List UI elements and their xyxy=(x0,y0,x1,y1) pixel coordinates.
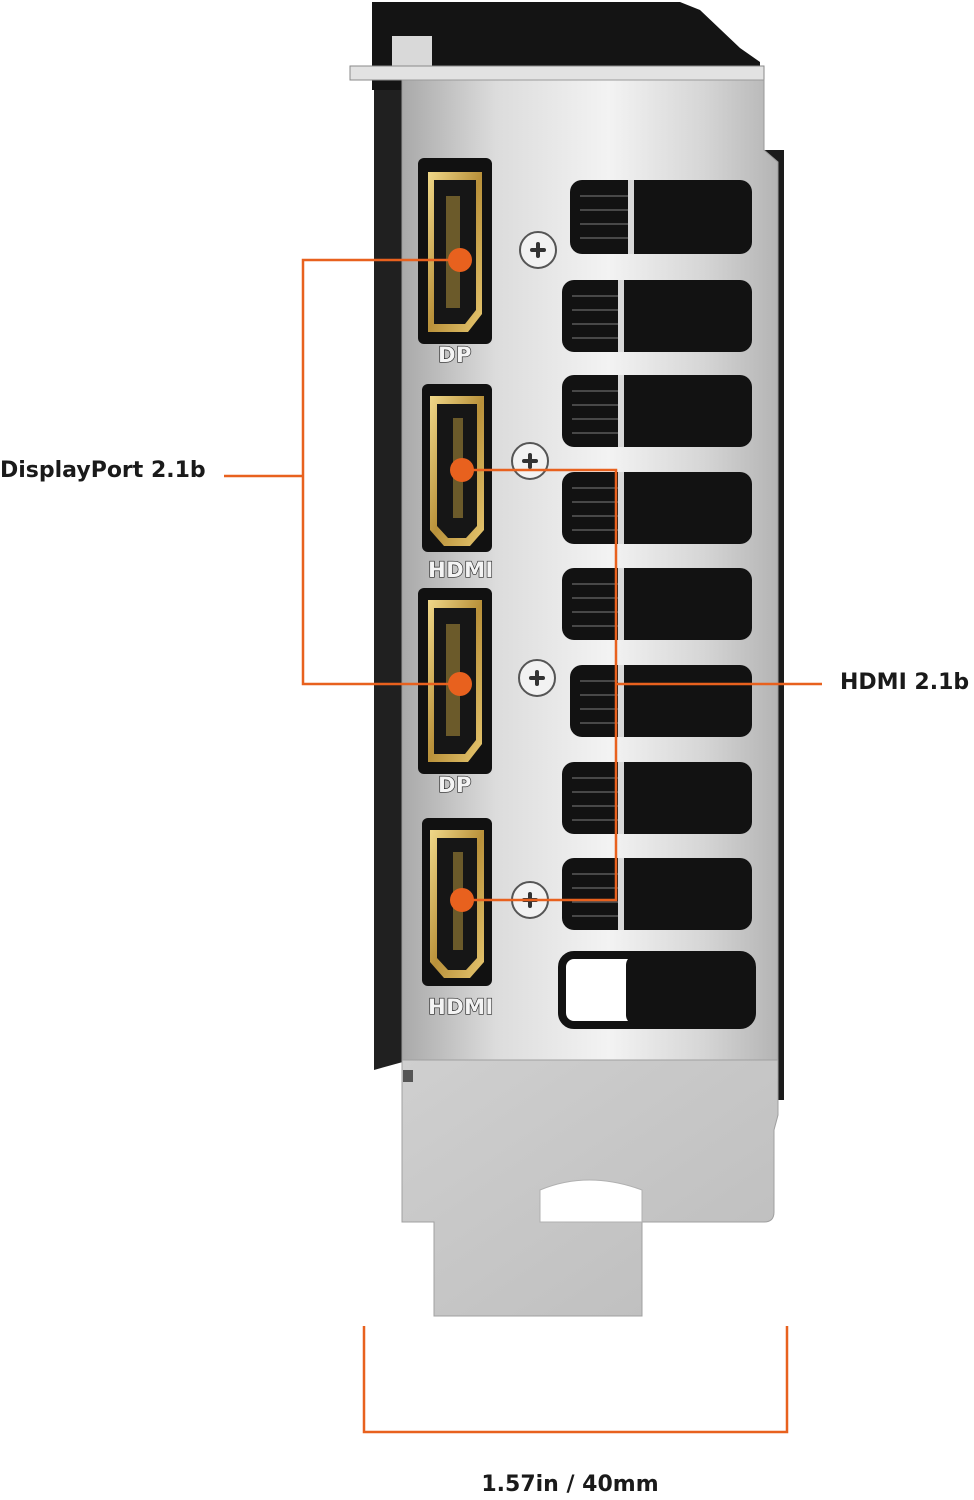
width-dimension-label: 1.57in / 40mm xyxy=(481,1472,659,1497)
port-label: DP xyxy=(438,773,472,797)
hdmi-callout-label: HDMI 2.1b xyxy=(840,670,970,695)
vent-grille xyxy=(558,180,756,1029)
hdmi-leader xyxy=(462,468,822,902)
displayport-marker xyxy=(448,672,472,696)
port-label: HDMI xyxy=(428,558,494,582)
screw-icon xyxy=(518,659,556,697)
hdmi-marker xyxy=(450,888,474,912)
displayport-callout-label: DisplayPort 2.1b xyxy=(0,458,206,483)
port-label: HDMI xyxy=(428,995,494,1019)
hdmi-marker xyxy=(450,458,474,482)
screw-icon xyxy=(519,231,557,269)
bracket-slot xyxy=(403,1070,413,1082)
width-dimension-line xyxy=(362,1326,789,1434)
bracket-flange xyxy=(349,65,765,81)
screw-icon xyxy=(511,442,549,480)
bracket-notch xyxy=(539,1179,643,1223)
port-label: DP xyxy=(438,343,472,367)
card-side xyxy=(374,90,410,1070)
displayport-leader xyxy=(224,258,460,686)
displayport-marker xyxy=(448,248,472,272)
